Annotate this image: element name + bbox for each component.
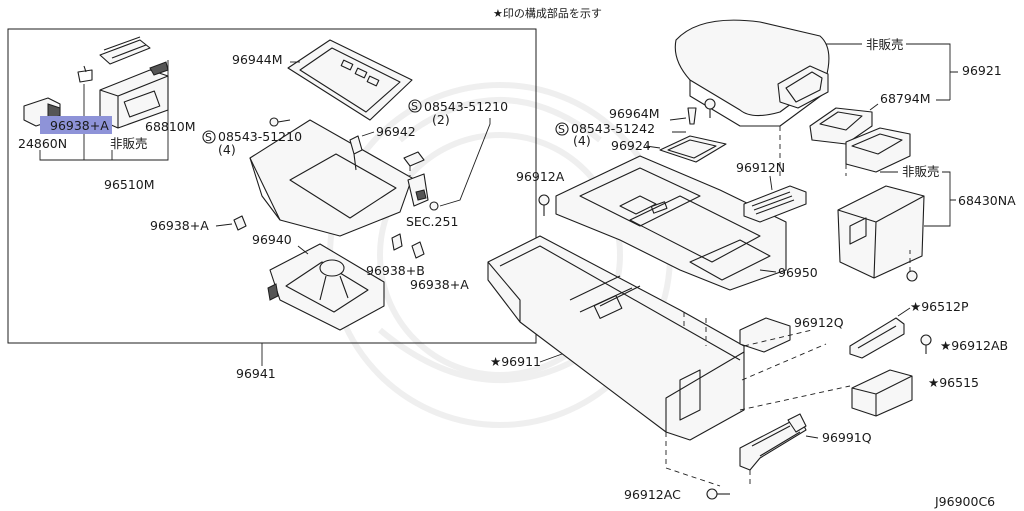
label-96912AC: 96912AC: [624, 487, 681, 502]
label-96911: ★96911: [490, 354, 541, 369]
s-mark-icon-3: [555, 122, 569, 136]
label-08543-51210-mid: 08543-51210: [218, 129, 302, 144]
s-mark-letter-icon-2: S: [411, 100, 418, 113]
label-not-for-sale-2: 非販売: [866, 37, 904, 52]
part-96510M-assembly[interactable]: [77, 36, 169, 129]
label-96512P: ★96512P: [910, 299, 969, 314]
part-connector-sec251[interactable]: [403, 151, 439, 211]
label-08543-51210-top: 08543-51210: [424, 99, 508, 114]
s-mark-letter-icon-3: S: [558, 123, 565, 136]
label-qty-4a: (4): [218, 142, 236, 157]
screw-icon-96912AB[interactable]: [920, 334, 932, 354]
header-note: ★印の構成部品を示す: [493, 6, 602, 20]
highlight-96938A: [40, 116, 112, 134]
part-clip-96938B[interactable]: [391, 233, 403, 251]
label-96941: 96941: [236, 366, 276, 381]
part-96940-shift-boot[interactable]: [267, 243, 385, 331]
label-96942: 96942: [376, 124, 416, 139]
label-not-for-sale-1: 非販売: [110, 136, 148, 151]
part-96515-pocket[interactable]: [851, 369, 913, 417]
inset-frame: [7, 28, 537, 344]
label-96991Q: 96991Q: [822, 430, 872, 445]
label-96510M: 96510M: [104, 177, 155, 192]
label-68794M: 68794M: [880, 91, 931, 106]
label-96938A-low: 96938+A: [410, 277, 469, 292]
screw-icon-08543-51210-a[interactable]: [269, 117, 291, 127]
label-96938A-highlighted[interactable]: 96938+A: [50, 118, 109, 133]
label-96944M: 96944M: [232, 52, 283, 67]
part-96912N-vent[interactable]: [743, 185, 807, 223]
screw-icon-96964M[interactable]: [687, 98, 716, 125]
label-qty-2: (2): [432, 112, 450, 127]
label-96938B: 96938+B: [366, 263, 425, 278]
part-96512P-bracket[interactable]: [849, 317, 905, 359]
label-96921: 96921: [962, 63, 1002, 78]
label-96912N: 96912N: [736, 160, 785, 175]
label-96515: ★96515: [928, 375, 979, 390]
part-68430NA-cupholder[interactable]: [837, 127, 925, 282]
s-mark-letter-icon: S: [205, 131, 212, 144]
part-96944M-plate[interactable]: [287, 39, 413, 121]
label-sec251[interactable]: SEC.251: [406, 214, 458, 229]
label-96940: 96940: [252, 232, 292, 247]
label-96912Q: 96912Q: [794, 315, 844, 330]
s-mark-icon: [202, 130, 216, 144]
label-96912A: 96912A: [516, 169, 565, 184]
label-96964M: 96964M: [609, 106, 660, 121]
part-clip-96938A-low[interactable]: [411, 241, 425, 259]
label-96912AB: ★96912AB: [940, 338, 1008, 353]
part-96991Q-bracket[interactable]: [739, 413, 807, 471]
part-68794M-cup-insert[interactable]: [809, 107, 873, 145]
screw-icon-96912AC[interactable]: [706, 488, 730, 500]
label-96950: 96950: [778, 265, 818, 280]
label-not-for-sale-3: 非販売: [902, 164, 940, 179]
diagram-code: J96900C6: [934, 494, 995, 509]
label-96938A-mid: 96938+A: [150, 218, 209, 233]
part-96942-bulb[interactable]: [349, 135, 363, 171]
part-96921-armrest-lid[interactable]: [674, 19, 830, 127]
label-24860N: 24860N: [18, 136, 67, 151]
screw-icon-96912A[interactable]: [538, 194, 550, 216]
part-96941-console-finisher[interactable]: [249, 119, 413, 237]
part-96911-console-box[interactable]: [487, 235, 745, 441]
part-96924-pad[interactable]: [659, 135, 727, 163]
label-08543-51242: 08543-51242: [571, 121, 655, 136]
part-96950-console-upper[interactable]: [555, 155, 787, 291]
label-96924: 96924: [611, 138, 651, 153]
s-mark-icon-2: [408, 99, 422, 113]
part-clip-96938A-mid[interactable]: [233, 215, 247, 231]
label-68430NA: 68430NA: [958, 193, 1016, 208]
part-96912Q-cover[interactable]: [739, 317, 791, 353]
label-68810M: 68810M: [145, 119, 196, 134]
label-qty-4b: (4): [573, 133, 591, 148]
